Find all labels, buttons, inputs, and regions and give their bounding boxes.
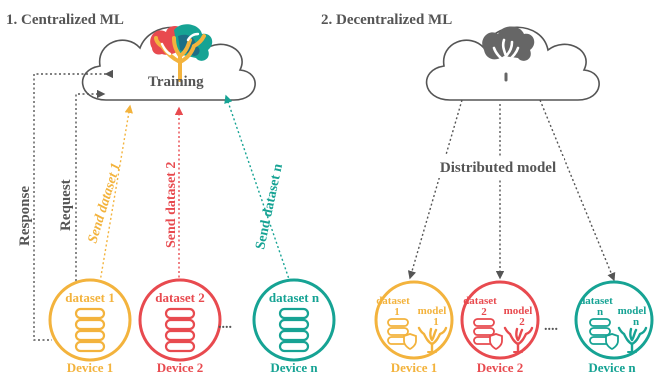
- ellipsis: ....: [218, 317, 232, 332]
- distributed-model-label: Distributed model: [440, 160, 556, 176]
- dataset-index: 1: [394, 306, 400, 318]
- model-index: n: [633, 316, 639, 328]
- device-2-label: Device 2: [157, 360, 204, 375]
- gray-brain-tree-icon: [482, 26, 535, 82]
- distribute-arrow-1: [407, 99, 463, 280]
- response-label: Response: [17, 186, 33, 246]
- ellipsis: ....: [544, 319, 558, 334]
- device-1: dataset 1 Device 1: [48, 278, 132, 375]
- send-dataset-1-label: Send dataset 1: [85, 161, 124, 245]
- distribute-arrow-n: [539, 99, 616, 282]
- model-label: model: [418, 305, 447, 317]
- send-dataset-1-arrow: [99, 104, 133, 283]
- dataset-2-label: dataset 2: [155, 290, 204, 305]
- dec-device-2: dataset 2 model 2 Device 2: [460, 280, 540, 375]
- dec-device-1-label: Device 1: [391, 360, 438, 375]
- dataset-1-label: dataset 1: [65, 290, 114, 305]
- colored-brain-tree-icon: [150, 24, 213, 82]
- label-backdrop: [432, 156, 564, 178]
- send-dataset-n-arrow: [224, 94, 291, 283]
- dec-device-n: dataset n model n Device n: [574, 280, 654, 375]
- dataset-index: n: [597, 306, 603, 318]
- send-dataset-2-label: Send dataset 2: [164, 162, 179, 248]
- send-dataset-n-label: Send dataset n: [253, 162, 286, 251]
- centralized-title: 1. Centralized ML: [6, 12, 124, 28]
- device-n: dataset n Device n: [252, 278, 336, 375]
- dataset-index: 2: [481, 306, 487, 318]
- dec-device-2-label: Device 2: [477, 360, 524, 375]
- response-arrow: [33, 69, 113, 341]
- dataset-label: dataset: [463, 295, 497, 307]
- dec-device-1: dataset 1 model 1 Device 1: [374, 280, 454, 375]
- request-label: Request: [58, 179, 74, 231]
- decentralized-title: 2. Decentralized ML: [321, 12, 452, 28]
- model-label: model: [618, 305, 647, 317]
- training-label: Training: [148, 74, 204, 90]
- dataset-label: dataset: [376, 295, 410, 307]
- dec-device-n-label: Device n: [588, 360, 636, 375]
- device-n-label: Device n: [270, 360, 318, 375]
- dataset-label: dataset: [579, 295, 613, 307]
- model-label: model: [504, 305, 533, 317]
- dataset-n-label: dataset n: [269, 290, 320, 305]
- model-index: 2: [519, 316, 525, 328]
- device-1-label: Device 1: [67, 360, 114, 375]
- device-2: dataset 2 Device 2: [138, 278, 222, 375]
- model-index: 1: [433, 316, 439, 328]
